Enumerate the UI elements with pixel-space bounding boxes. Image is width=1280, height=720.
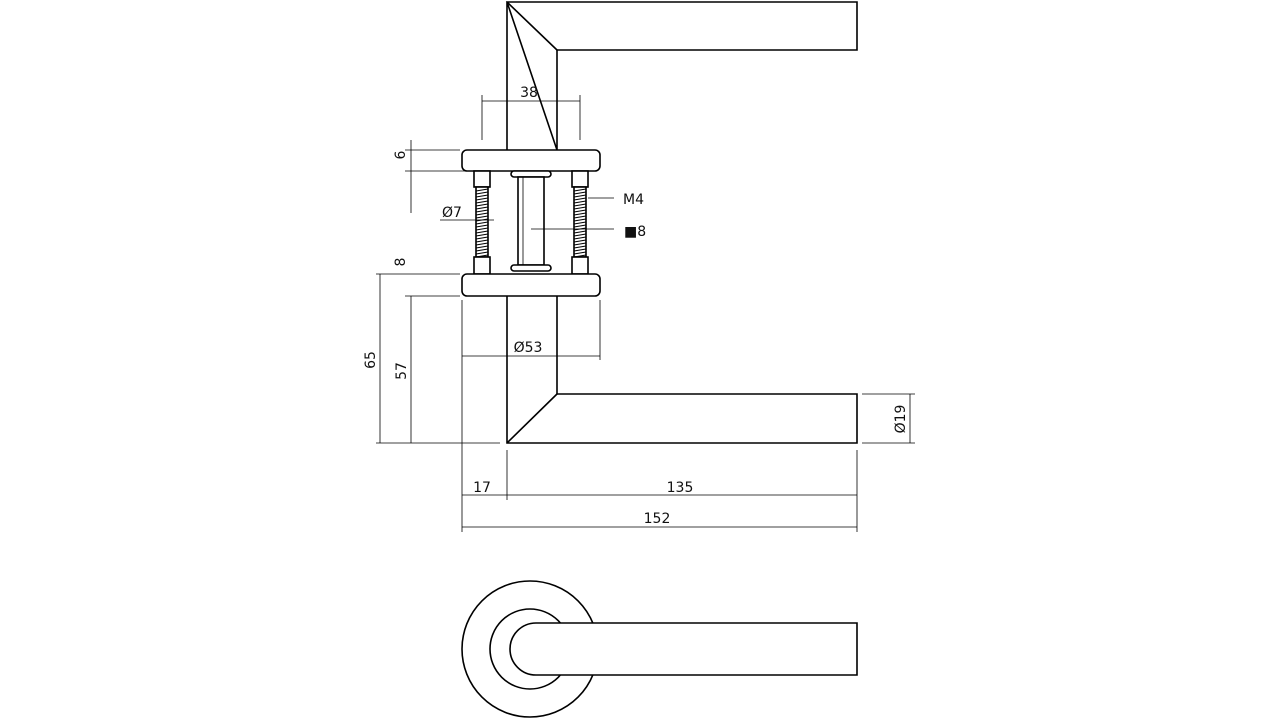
dim-lever-height: 57 — [394, 362, 410, 380]
dim-total-height: 65 — [363, 351, 379, 369]
dim-offset: 17 — [473, 480, 491, 496]
lower-lever — [506, 296, 858, 444]
screws — [473, 170, 589, 275]
dim-screw-diameter: Ø7 — [442, 205, 462, 221]
dimension-labels: 38 6 Ø7 M4 ■8 8 Ø53 65 57 Ø19 17 135 152 — [363, 85, 909, 527]
dimension-lines — [376, 95, 915, 532]
dim-spindle-square: ■8 — [624, 224, 646, 240]
dim-lever-length: 135 — [667, 480, 694, 496]
upper-lever — [505, 1, 858, 151]
dim-lower-rose-thickness: 8 — [393, 258, 409, 267]
lower-rose — [461, 273, 601, 297]
dim-screw-thread: M4 — [623, 192, 644, 208]
dim-lever-diameter: Ø19 — [893, 405, 909, 434]
spindle — [510, 170, 552, 272]
top-view — [461, 580, 858, 718]
dim-total-length: 152 — [644, 511, 671, 527]
dim-rose-thickness: 6 — [393, 150, 409, 159]
dim-rose-gap: 38 — [520, 85, 538, 101]
dim-rose-diameter: Ø53 — [514, 340, 543, 356]
upper-rose — [461, 149, 601, 172]
